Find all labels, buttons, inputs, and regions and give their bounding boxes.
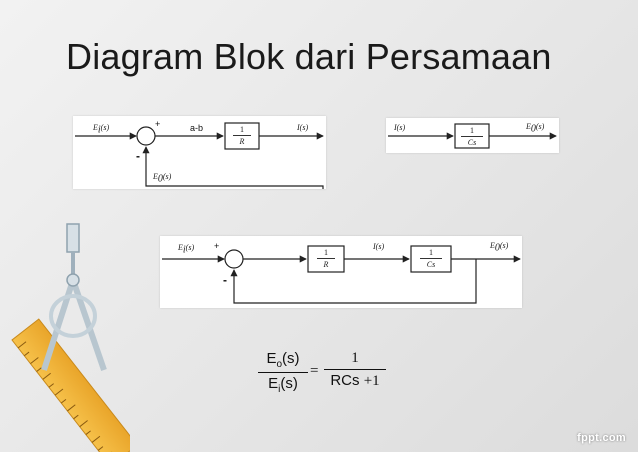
mid-signal-label: I(s) xyxy=(373,242,385,251)
lhs-denominator: Ei(s) xyxy=(268,375,298,395)
equation-lhs: Eo(s) Ei(s) xyxy=(258,350,308,395)
transfer-function-equation: Eo(s) Ei(s) = 1 RCs +1 xyxy=(258,350,398,400)
output-label: E0(s) xyxy=(526,122,545,135)
rhs-denominator: RCs +1 xyxy=(330,372,380,389)
page-title: Diagram Blok dari Persamaan xyxy=(66,36,552,77)
watermark: fppt.com xyxy=(577,432,626,444)
equals-sign: = xyxy=(310,363,319,379)
equation-rhs: 1 RCs +1 xyxy=(324,350,386,390)
output-label: E0(s) xyxy=(490,241,509,254)
input-label: I(s) xyxy=(394,123,406,132)
feedback-label: E0(s) xyxy=(153,172,172,185)
minus-sign: - xyxy=(136,149,140,163)
minus-sign: - xyxy=(223,273,227,287)
diagram-3-lines xyxy=(162,245,521,304)
rhs-numerator: 1 xyxy=(351,350,359,366)
compass-ruler-illustration xyxy=(11,223,130,452)
plus-sign: + xyxy=(155,119,161,129)
summing-junction xyxy=(224,249,244,269)
output-label: I(s) xyxy=(297,123,309,132)
plus-sign: + xyxy=(214,241,220,251)
lhs-numerator: Eo(s) xyxy=(266,350,300,370)
error-label: a-b xyxy=(190,123,204,133)
diagram-1-lines xyxy=(75,122,324,189)
summing-junction xyxy=(136,126,156,146)
block-1-over-cs xyxy=(410,245,452,273)
input-label: Ei(s) xyxy=(93,123,110,136)
input-label: Ei(s) xyxy=(178,243,195,256)
